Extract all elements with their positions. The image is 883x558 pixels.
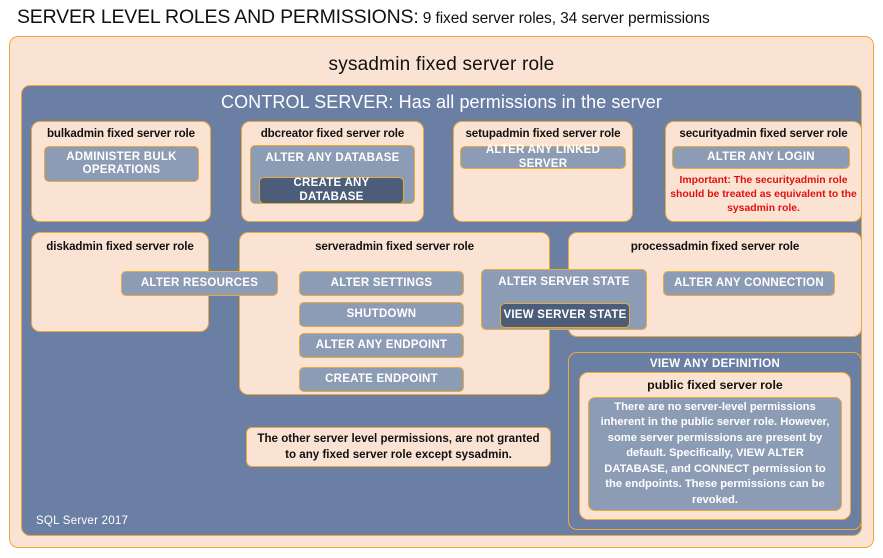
permission-chip-alter-any-login[interactable]: ALTER ANY LOGIN (672, 146, 850, 169)
permission-chip-alter-any-endpoint[interactable]: ALTER ANY ENDPOINT (299, 333, 464, 358)
permission-chip-view-server-state[interactable]: VIEW SERVER STATE (500, 303, 630, 328)
sysadmin-role-label: sysadmin fixed server role (328, 54, 555, 75)
role-caption-public: public fixed server role (647, 378, 783, 392)
role-caption-diskadmin: diskadmin fixed server role (46, 240, 194, 253)
other-permissions-note: The other server level permissions, are … (246, 427, 551, 467)
permission-chip-create-endpoint[interactable]: CREATE ENDPOINT (299, 367, 464, 392)
public-role-description: There are no server-level permissions in… (588, 397, 842, 511)
role-caption-serveradmin: serveradmin fixed server role (315, 240, 474, 253)
securityadmin-warning-note: Important: The securityadmin role should… (670, 175, 857, 215)
permission-chip-alter-any-linked-server[interactable]: ALTER ANY LINKED SERVER (460, 144, 626, 170)
role-caption-setupadmin: setupadmin fixed server role (465, 127, 621, 140)
role-panel-setupadmin (453, 121, 633, 222)
role-caption-processadmin: processadmin fixed server role (630, 240, 800, 253)
permission-chip-create-any-database[interactable]: CREATE ANY DATABASE (259, 177, 404, 204)
permission-label-view-any-definition: VIEW ANY DEFINITION (649, 358, 781, 370)
page-title-strong: SERVER LEVEL ROLES AND PERMISSIONS: (17, 6, 419, 28)
permission-chip-alter-resources[interactable]: ALTER RESOURCES (121, 271, 278, 296)
page-title-rest: 9 fixed server roles, 34 server permissi… (418, 10, 710, 27)
role-caption-securityadmin: securityadmin fixed server role (679, 127, 848, 140)
role-caption-bulkadmin: bulkadmin fixed server role (46, 127, 196, 140)
page-title: SERVER LEVEL ROLES AND PERMISSIONS: 9 fi… (17, 6, 710, 29)
control-server-label: CONTROL SERVER: Has all permissions in t… (220, 92, 663, 112)
permission-chip-alter-any-connection[interactable]: ALTER ANY CONNECTION (663, 271, 835, 296)
footer-label: SQL Server 2017 (36, 514, 129, 527)
role-panel-securityadmin (665, 121, 862, 222)
permission-chip-alter-settings[interactable]: ALTER SETTINGS (299, 271, 464, 296)
permission-chip-shutdown[interactable]: SHUTDOWN (299, 302, 464, 327)
role-caption-dbcreator: dbcreator fixed server role (260, 127, 405, 140)
permission-chip-administer-bulk-operations[interactable]: ADMINISTER BULK OPERATIONS (44, 146, 199, 182)
